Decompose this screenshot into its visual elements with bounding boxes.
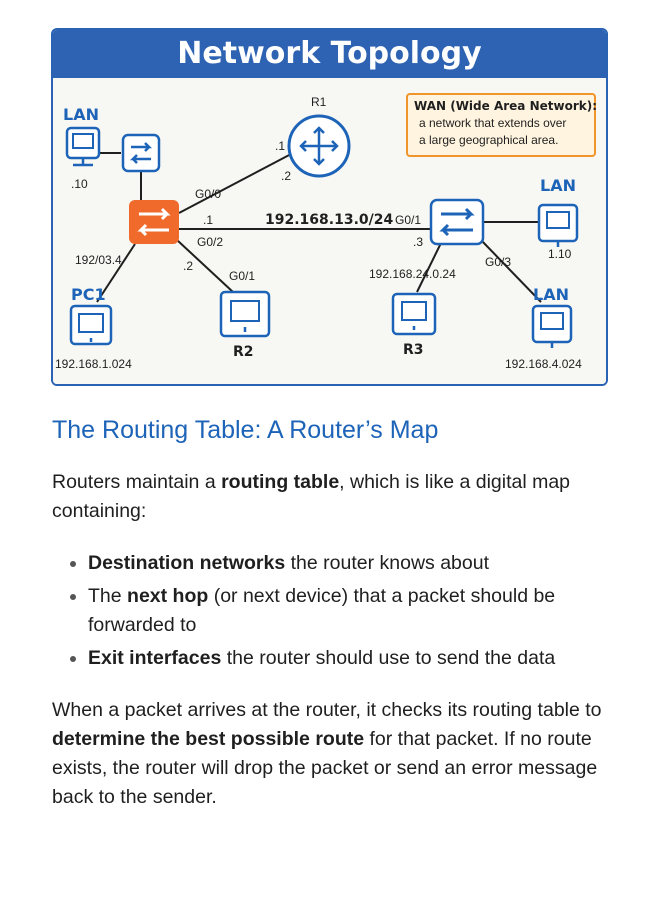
lan-top-left-ip: .10 <box>71 177 88 191</box>
list-item: Destination networks the router knows ab… <box>68 549 628 578</box>
lan-right-top-label: LAN <box>540 176 576 195</box>
bullet-text: the router knows about <box>285 552 489 574</box>
lan-right-top-ip: 1.10 <box>548 247 572 261</box>
section-title: The Routing Table: A Router’s Map <box>52 416 439 444</box>
closing-before: When a packet arrives at the router, it … <box>52 699 602 721</box>
g03-label: G0/3 <box>485 255 511 269</box>
closing-bold: determine the best possible route <box>52 728 365 750</box>
topology-links <box>96 152 542 303</box>
pc1-label: PC1 <box>71 285 106 304</box>
link-core-pc1 <box>96 243 136 303</box>
link-r3switch-r3 <box>416 242 442 293</box>
right-bottom-ip: 192.168.4.024 <box>505 357 582 371</box>
wan-info-box: WAN (Wide Area Network): a network that … <box>406 93 597 157</box>
g01-mid-label: G0/1 <box>229 269 255 283</box>
r3-computer-icon <box>391 292 437 336</box>
bullet-text: (or next device) that a packet should be… <box>88 585 556 636</box>
figure-title: Network Topology <box>53 30 606 78</box>
r2-label: R2 <box>233 344 254 360</box>
bullet-pre: The <box>88 585 128 607</box>
wan-box-line-1: a network that extends over <box>419 116 566 130</box>
link-core-r2 <box>176 239 234 293</box>
closing-after: for that packet. If no route exists, the… <box>52 728 598 808</box>
closing-paragraph: When a packet arrives at the router, it … <box>52 696 627 812</box>
link1-label: .1 <box>203 213 213 227</box>
intro-paragraph: Routers maintain a routing table, which … <box>52 468 627 526</box>
net-24-label: 192.168.24.0.24 <box>369 267 456 281</box>
lan-right-bottom-label: LAN <box>533 285 569 304</box>
wan-box-title: WAN (Wide Area Network): <box>414 99 597 113</box>
bullet-bold: Destination networks <box>88 552 286 574</box>
r3-label: R3 <box>403 342 424 358</box>
g01-right-label: G0/1 <box>395 213 421 227</box>
net-13-label: 192.168.13.0/24 <box>265 212 393 228</box>
bullet-list: Destination networks the router knows ab… <box>68 549 628 677</box>
lan-top-left-label: LAN <box>63 105 99 124</box>
r1-router-icon <box>287 114 351 178</box>
lan-right-top-computer-icon <box>537 203 579 247</box>
wan-box-line-2: a large geographical area. <box>419 133 558 147</box>
intro-after: , which is like a digital map containing… <box>52 471 571 522</box>
switch-icon <box>121 133 161 173</box>
dot2-label: .2 <box>183 259 193 273</box>
pc1-ip: 192.168.1.024 <box>55 357 132 371</box>
r2-computer-icon <box>219 290 271 338</box>
list-item: Exit interfaces the router should use to… <box>68 644 628 673</box>
link-core-r1 <box>178 152 294 214</box>
r1-link-2: .2 <box>281 169 291 183</box>
r1-link-1: .1 <box>275 139 285 153</box>
lan-right-bottom-computer-icon <box>531 304 573 348</box>
pc1-computer-icon <box>69 304 113 346</box>
dot3-label: .3 <box>413 235 423 249</box>
r1-label: R1 <box>311 95 327 109</box>
list-item: The next hop (or next device) that a pac… <box>68 582 628 640</box>
intro-bold: routing table <box>221 471 340 493</box>
net-left-label: 192/03.4 <box>75 253 122 267</box>
intro-before: Routers maintain a <box>52 471 222 493</box>
network-topology-figure: Network Topology LAN .10 <box>51 28 608 386</box>
bullet-bold: Exit interfaces <box>88 647 222 669</box>
topology-diagram: LAN .10 R1 .1 .2 WAN (Wide Area Network)… <box>55 93 597 371</box>
g00-label: G0/0 <box>195 187 221 201</box>
right-switch-icon <box>429 198 485 246</box>
g02-label: G0/2 <box>197 235 223 249</box>
bullet-bold: next hop <box>127 585 209 607</box>
core-router-icon <box>129 200 179 244</box>
link-r3switch-lan2 <box>480 239 542 303</box>
bullet-text: the router should use to send the data <box>221 647 556 669</box>
lan-top-left-computer-icon <box>65 126 101 167</box>
